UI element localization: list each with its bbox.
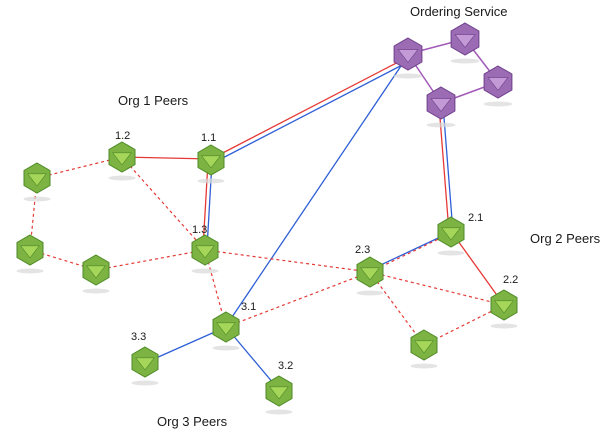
node-shadow [426,122,456,128]
orderer-facet [430,98,452,112]
peer-node-1-2 [108,141,136,181]
orderer-node [393,37,423,79]
peer-link-red [202,161,209,249]
orderer-facet [397,49,419,63]
peer-node-3-3 [131,346,159,386]
peer-label-3-3: 3.3 [131,331,146,343]
orderer-facet [454,34,476,48]
org3-peers-label: Org 3 Peers [157,414,228,429]
peer-facet [112,152,132,166]
node-shadow [410,363,438,369]
peer-label-3-1: 3.1 [241,301,256,313]
peer-label-2-3: 2.3 [355,244,370,256]
labels-layer: Ordering Service Org 1 Peers Org 2 Peers… [115,4,601,429]
peer-link-red [121,156,212,160]
ordering-service-label: Ordering Service [410,4,508,19]
gossip-link [369,271,425,346]
node-shadow [483,101,513,107]
node-shadow [490,323,518,329]
peer-label-1-2: 1.2 [115,130,130,142]
node-shadow [450,58,480,64]
node-shadow [197,178,225,184]
peer-label-1-3: 1.3 [192,224,207,236]
node-shadow [356,290,384,296]
node-shadow [265,409,293,415]
orderer-node [483,65,513,107]
peer-label-2-1: 2.1 [468,212,483,224]
peer-facet [216,322,236,336]
gossip-link [225,271,371,328]
peer-facet [27,173,47,187]
peer-facet [20,245,40,259]
org2-peers-label: Org 2 Peers [530,231,601,246]
peer-node-unlabeled [16,234,44,274]
gossip-link [95,249,206,271]
peer-node-1-1 [197,144,225,184]
node-shadow [23,196,51,202]
peer-label-1-1: 1.1 [201,132,216,144]
peer-node-unlabeled [410,329,438,369]
peer-node-unlabeled [23,162,51,202]
peer-facet [360,267,380,281]
peer-label-2-2: 2.2 [503,274,518,286]
peer-link-blue [225,326,280,391]
nodes-layer [16,22,518,415]
node-shadow [131,380,159,386]
peer-facet [135,357,155,371]
peer-facet [414,340,434,354]
orderer-node [426,86,456,128]
gossip-link [36,156,123,179]
peer-node-2-3 [356,256,384,296]
anchor-link-red [212,57,407,159]
org1-peers-label: Org 1 Peers [118,93,189,108]
peer-node-2-1 [437,216,465,256]
gossip-link [121,156,206,251]
peer-node-2-2 [490,289,518,329]
peer-node-unlabeled [82,254,110,294]
gossip-link [369,271,505,306]
node-shadow [437,250,465,256]
peer-link-blue [206,161,213,249]
peer-facet [86,265,106,279]
node-shadow [191,268,219,274]
anchor-link-blue [225,59,406,327]
node-shadow [82,288,110,294]
gossip-link [204,249,371,273]
peer-link-red [452,233,505,306]
orderer-node [450,22,480,64]
peer-node-3-1 [212,311,240,351]
node-shadow [108,175,136,181]
node-shadow [16,268,44,274]
node-shadow [393,73,423,79]
peer-label-3-2: 3.2 [278,360,293,372]
peer-facet [195,245,215,259]
peer-node-3-2 [265,375,293,415]
peer-facet [441,227,461,241]
orderer-facet [487,77,509,91]
peer-facet [201,155,221,169]
peer-node-1-3 [191,234,219,274]
node-shadow [212,345,240,351]
anchor-link-blue [214,61,409,163]
peer-facet [494,300,514,314]
peer-facet [269,386,289,400]
